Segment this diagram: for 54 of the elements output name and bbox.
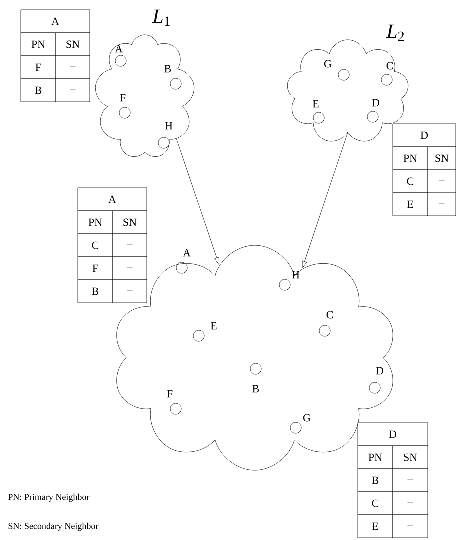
node-label: C xyxy=(326,311,334,319)
table-cell: – xyxy=(392,468,428,492)
table-cell: B xyxy=(358,468,394,492)
node-label: F xyxy=(120,94,126,102)
table-cell: C xyxy=(358,492,394,516)
table-cell: C xyxy=(78,234,114,258)
table-cell: PN xyxy=(78,210,114,234)
table-cell: A xyxy=(20,10,90,34)
legend-note: PN: Primary Neighbor xyxy=(8,494,90,502)
node-label: C xyxy=(386,62,394,70)
table-cell: SN xyxy=(56,32,90,56)
table-cell: – xyxy=(112,256,148,280)
node-label: E xyxy=(312,100,319,108)
table-cell: SN xyxy=(428,146,456,170)
node-label: F xyxy=(167,390,173,398)
table-cell: – xyxy=(392,514,428,538)
table-cell: – xyxy=(392,492,428,516)
table-cell: F xyxy=(20,56,56,80)
table-cell: – xyxy=(56,56,90,80)
table-cell: D xyxy=(392,124,456,148)
table-cell: – xyxy=(112,280,148,304)
table-cell: SN xyxy=(112,210,148,234)
table-cell: B xyxy=(20,78,56,102)
node-label: G xyxy=(303,414,311,422)
arrow xyxy=(176,138,220,266)
node-label: E xyxy=(210,322,217,330)
table-cell: PN xyxy=(358,446,394,470)
table-cell: D xyxy=(358,422,428,446)
node-label: H xyxy=(292,271,300,279)
table-cell: – xyxy=(428,170,456,194)
node-label: G xyxy=(324,60,332,68)
legend-note: SN: Secondary Neighbor xyxy=(8,522,99,532)
node-label: B xyxy=(252,385,260,393)
table-cell: – xyxy=(428,192,456,216)
table-cell: F xyxy=(78,256,114,280)
table-cell: C xyxy=(392,170,428,194)
node-label: D xyxy=(372,99,380,107)
node-label: A xyxy=(115,45,123,53)
node-label: L$_{1}$ xyxy=(152,10,170,26)
node-label: A xyxy=(183,249,191,257)
table-cell: PN xyxy=(392,146,428,170)
table-cell: SN xyxy=(392,446,428,470)
node-label: L$_{2}$ xyxy=(386,24,404,42)
table-cell: – xyxy=(112,234,148,258)
table-cell: – xyxy=(56,78,90,102)
table-cell: E xyxy=(392,192,428,216)
arrow xyxy=(302,132,348,269)
table-cell: B xyxy=(78,280,114,304)
table-cell: A xyxy=(78,188,148,212)
node-label: H xyxy=(165,122,173,130)
table-cell: E xyxy=(358,514,394,538)
table-cell: PN xyxy=(20,32,56,56)
node-label: D xyxy=(376,367,384,375)
node-label: B xyxy=(164,65,172,73)
